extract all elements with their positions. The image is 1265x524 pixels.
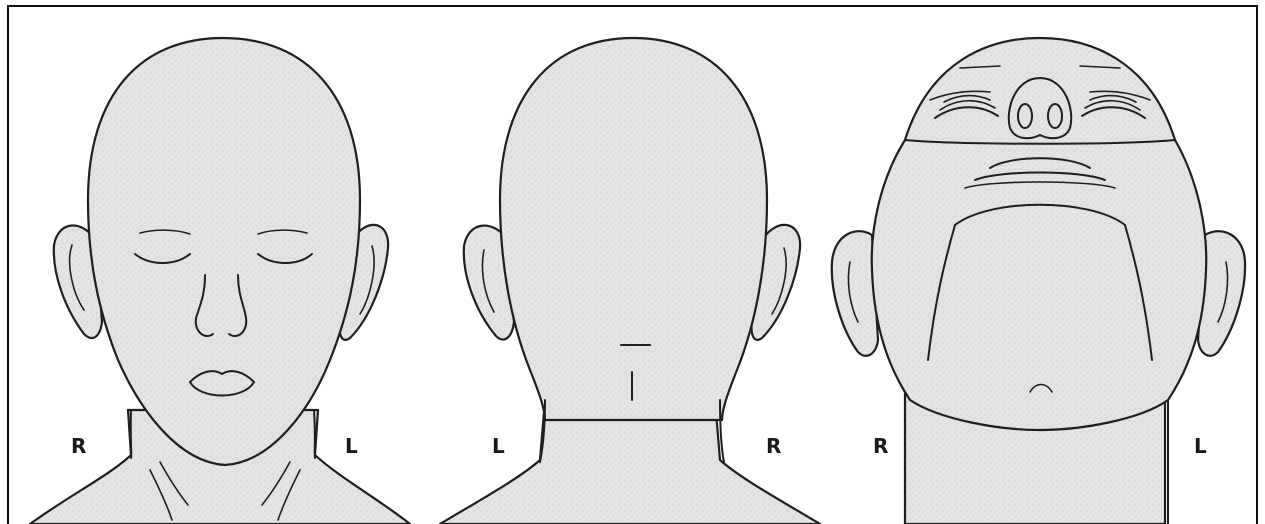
underside-head-outline (872, 38, 1206, 430)
front-view-right-side-label: L (345, 436, 358, 456)
underside-view-right-side-label: L (1194, 436, 1207, 456)
back-view-right-side-label: R (766, 436, 781, 456)
underside-view-left-side-label: R (873, 436, 888, 456)
back-head-outline (500, 38, 767, 420)
back-view-left-side-label: L (492, 436, 505, 456)
front-view-left-side-label: R (71, 436, 86, 456)
front-head-outline (88, 38, 360, 465)
underside-view-head (832, 38, 1245, 524)
